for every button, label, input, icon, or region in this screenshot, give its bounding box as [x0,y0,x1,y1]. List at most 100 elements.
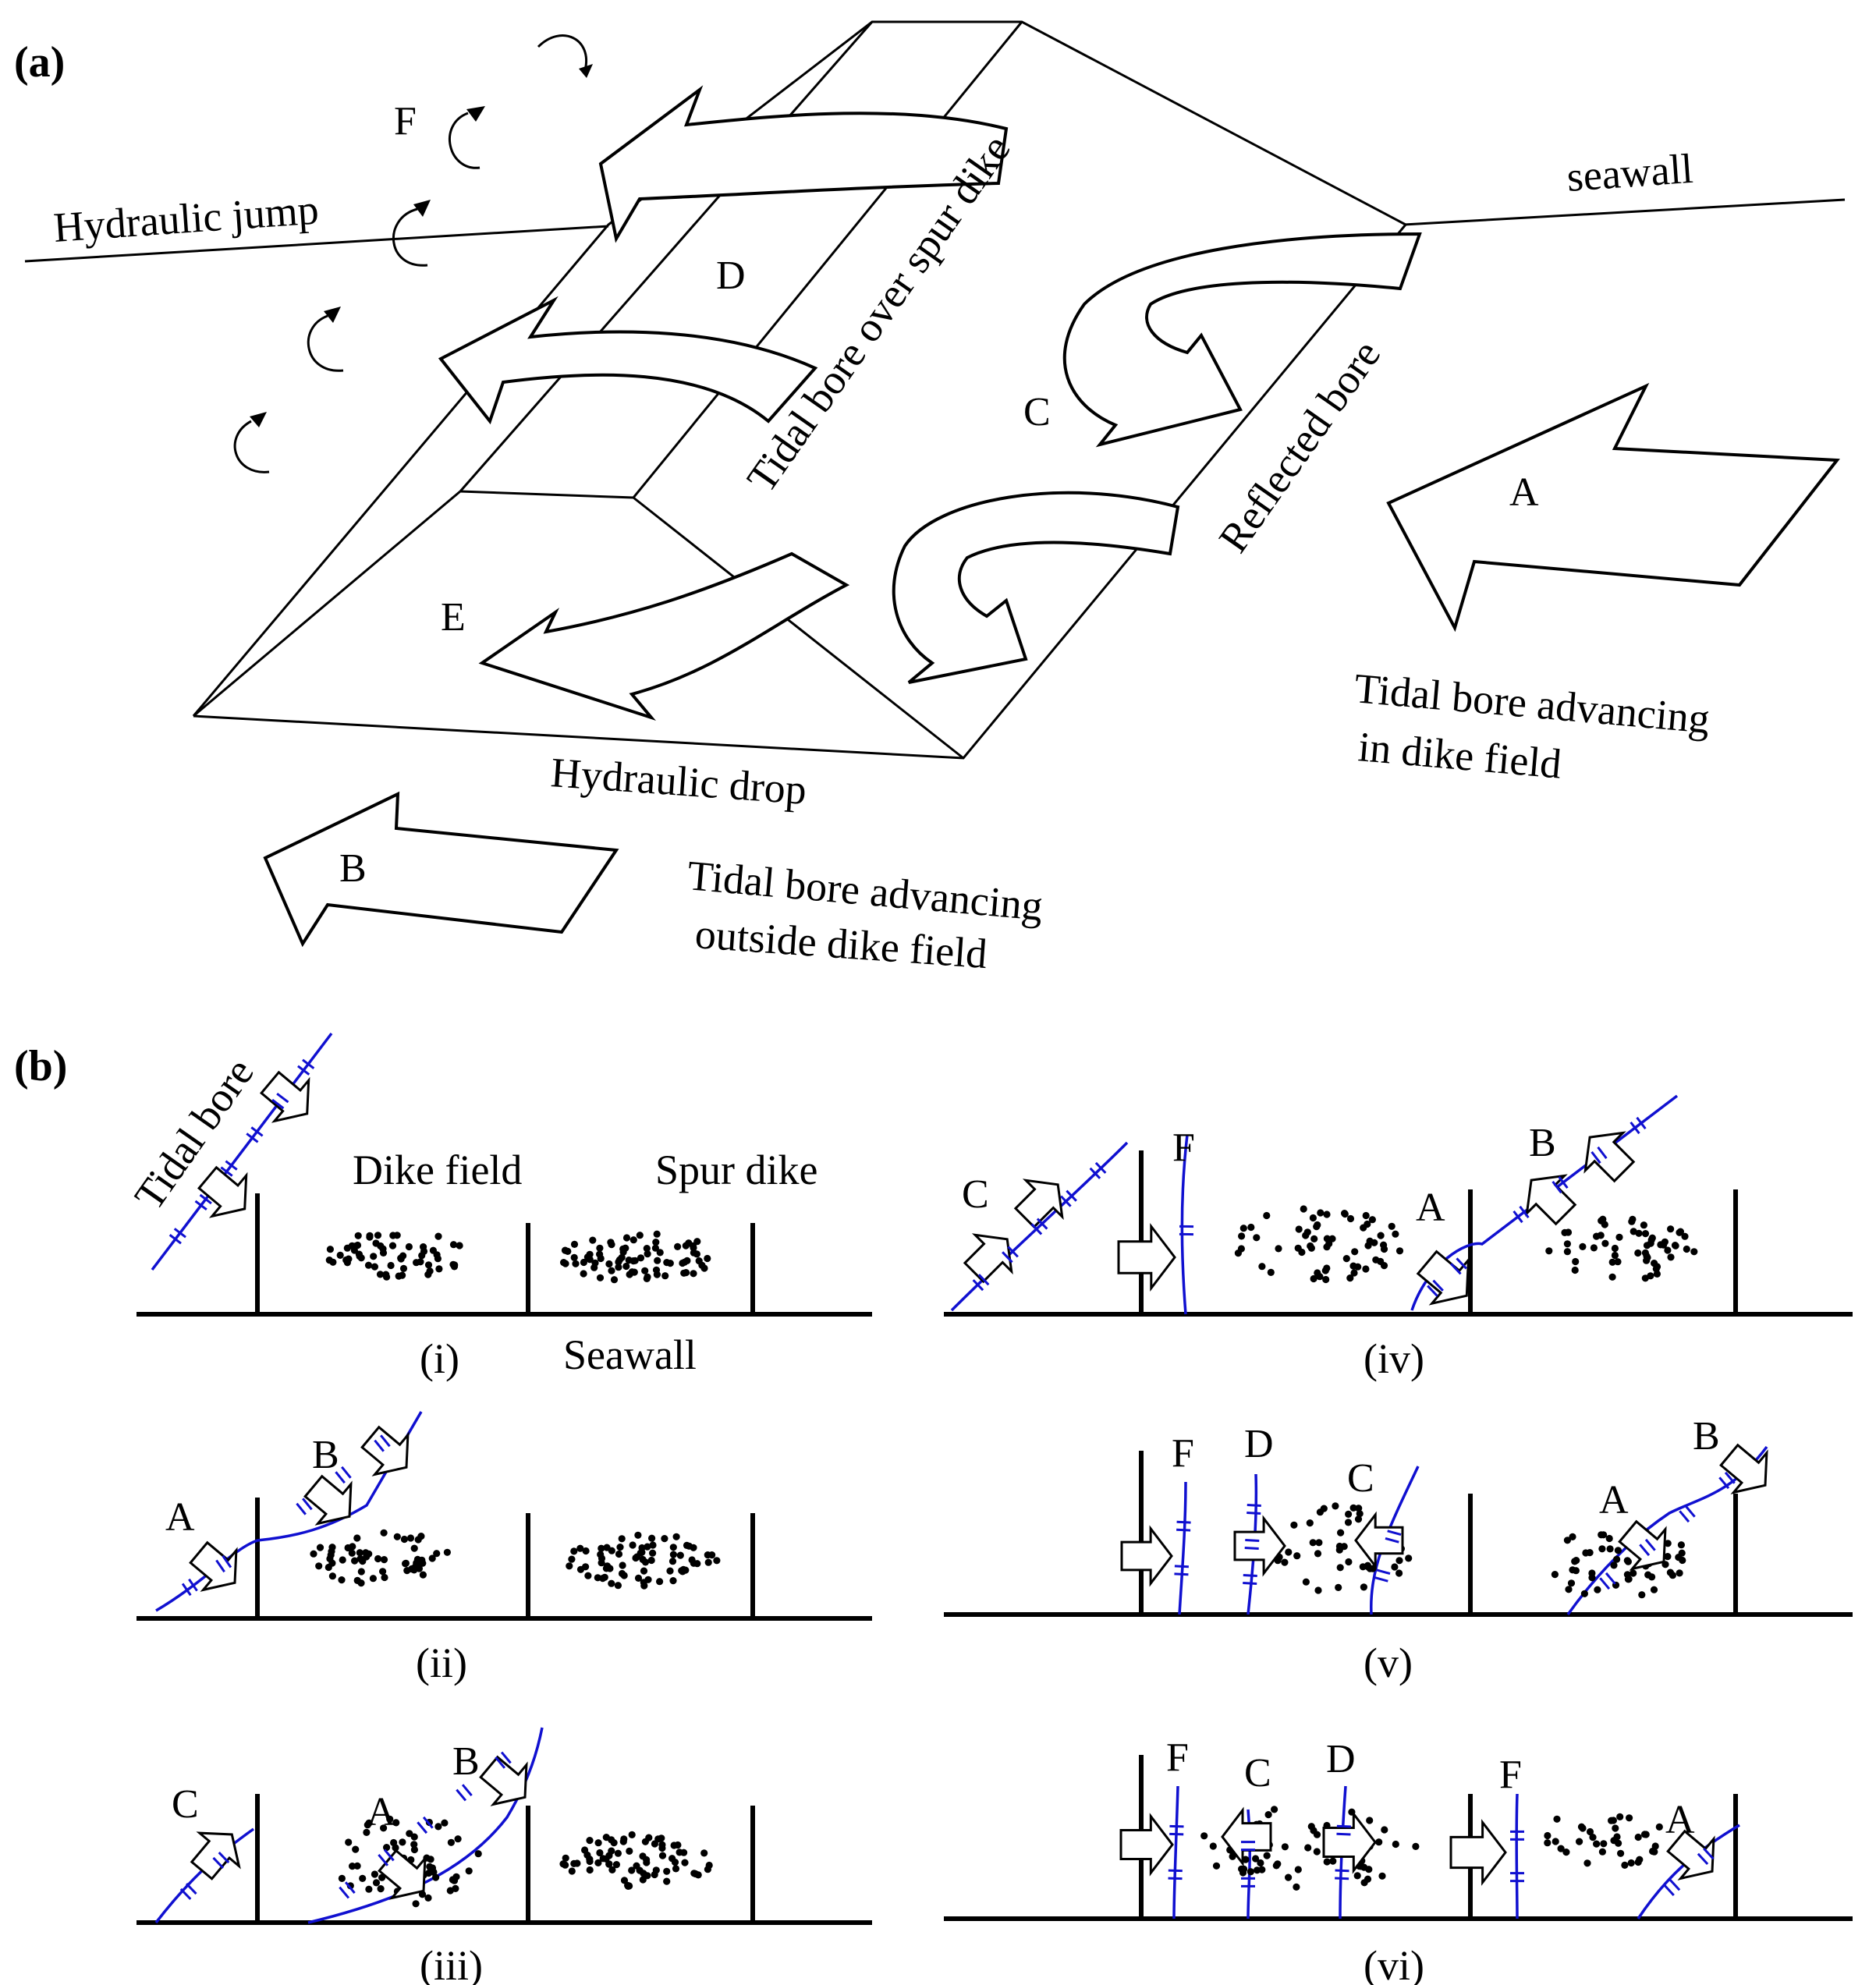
sediment-dot [633,1553,641,1561]
flow-arrow [1583,1131,1636,1183]
sediment-dot [572,1260,580,1267]
flow-arrow [1119,1813,1174,1877]
sediment-dot [1571,1558,1579,1565]
sediment-dot [1598,1848,1606,1856]
bore-tick [1450,1263,1462,1275]
sediment-dot [1565,1586,1573,1593]
bore-tick [1244,1546,1259,1550]
subpanel-vi-letter-c: C [1244,1751,1271,1795]
sediment-dot [1247,1223,1255,1232]
sediment-dot [1579,1824,1587,1832]
subpanel-iv-letter-f: F [1172,1125,1195,1170]
sediment-dot [432,1873,440,1881]
sediment-dot [1377,1232,1385,1239]
sediment-dot [1247,1868,1254,1876]
sediment-dot [580,1270,587,1278]
bore-tick [222,1554,232,1569]
sediment-dot [1567,1579,1576,1587]
sediment-dot [1598,1217,1605,1225]
sediment-dot [654,1257,661,1264]
sediment-dot [648,1534,656,1542]
sediment-dot [351,1557,359,1565]
bore-tick [1697,1852,1709,1866]
sediment-dot [1641,1249,1649,1257]
sediment-dot [625,1257,633,1264]
sediment-dot [682,1242,690,1249]
sediment-dots [1545,1215,1698,1282]
bore-tick [1335,1869,1349,1873]
sediment-dot [387,1261,395,1270]
sediment-dot [1586,1549,1594,1557]
bore-tick [173,1228,186,1239]
reflected-bore-label: Reflected bore [1210,331,1390,561]
flow-arrow [197,1165,248,1218]
subpanel-ii-letter-b: B [312,1433,339,1477]
sediment-dot [1690,1248,1698,1256]
sediment-dot [1641,1230,1650,1238]
bore-tick [212,1856,225,1869]
sediment-dot [1643,1242,1651,1249]
subpanel-ii-letter-a: A [165,1495,195,1540]
sediment-dot [349,1863,356,1870]
subpanel-iv-letter-a: A [1416,1186,1445,1230]
sediment-dot [370,1253,378,1260]
sediment-dot [1212,1862,1221,1870]
sediment-dot [1569,1533,1576,1540]
sediment-dot [1323,1243,1331,1251]
sediment-dot [668,1558,677,1565]
sediment-dot [1623,1557,1631,1565]
sediment-dot [594,1839,602,1847]
sediment-dot [392,1844,399,1852]
sediment-dot [1638,1591,1646,1599]
sediment-dot [1563,1240,1571,1248]
sediment-dot [693,1560,701,1568]
sediment-dot [1263,1852,1271,1859]
sediment-dot [602,1855,610,1863]
sediment-dot [656,1578,664,1586]
sediment-dot [315,1562,323,1570]
sediment-dot [1590,1244,1598,1252]
bore-tick [1066,1189,1077,1202]
sediment-dot [603,1544,611,1551]
sediment-dot [1306,1519,1314,1527]
bore-tick [1669,1878,1681,1891]
sediment-dot [1545,1247,1553,1255]
sediment-dot [1350,1269,1358,1277]
sediment-dot [570,1253,578,1261]
sediment-dot [651,1244,660,1252]
bore-tick [302,1498,313,1511]
sediment-dot [629,1541,637,1549]
sediment-dot [392,1819,400,1827]
sediment-dot [399,1264,408,1272]
sediment-dot [1345,1558,1353,1566]
caption-v: (v) [1364,1639,1413,1686]
sediment-dot [1553,1815,1561,1823]
sediment-dot [652,1239,660,1246]
sediment-dot [610,1276,619,1284]
sediment-dot [419,1571,427,1579]
sediment-dot [590,1264,598,1271]
sediment-dot [376,1271,385,1278]
sediment-dot [316,1544,324,1551]
letter-f: F [394,99,417,144]
flow-arrow [190,1831,241,1880]
sediment-dot [1563,1537,1571,1544]
sediment-dot [1309,1539,1317,1547]
sediment-dot [1664,1246,1672,1254]
sediment-dot [410,1544,418,1552]
sediment-dot [386,1815,394,1823]
flow-arrow [1221,1806,1272,1867]
bore-tick [181,1583,192,1597]
bore-tick [341,1466,352,1479]
sediment-dot [1650,1586,1658,1593]
sediment-dot [374,1554,382,1563]
sediment-dot [1588,1574,1596,1582]
sediment-dot [372,1239,380,1247]
bore-tick [1519,1205,1530,1219]
sediment-dot [1572,1567,1580,1575]
bore-tick [276,1092,289,1104]
sediment-dot [1310,1235,1318,1242]
bore-tick [1427,1285,1438,1297]
bore-tick [1089,1167,1101,1179]
sediment-dot [1605,1534,1613,1543]
